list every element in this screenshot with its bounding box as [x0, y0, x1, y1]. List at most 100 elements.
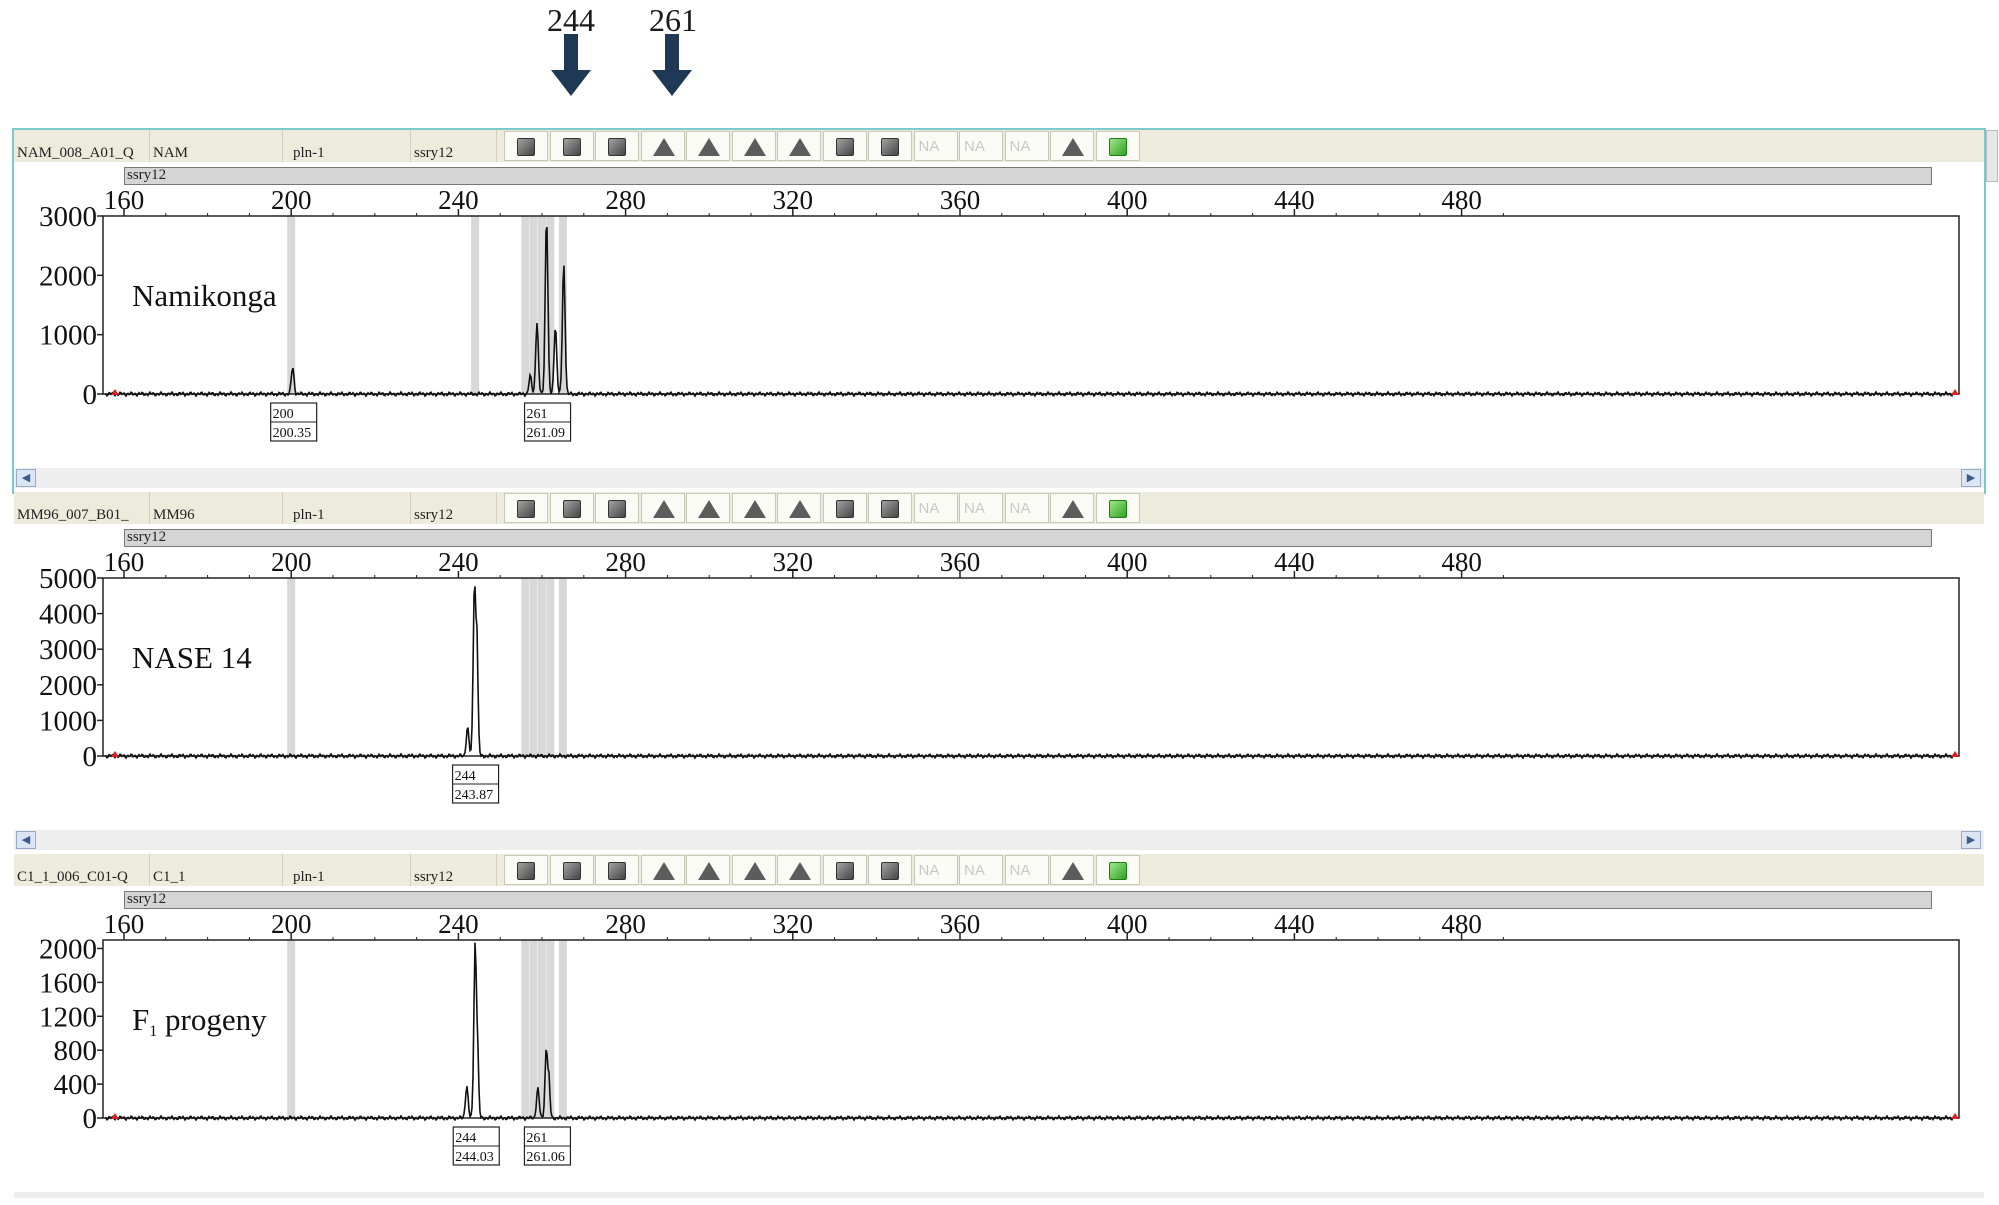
toolbar-button[interactable] — [640, 855, 685, 885]
vertical-scrollbar[interactable] — [1986, 130, 1998, 182]
arrow-label-261: 261 — [649, 2, 697, 38]
toolbar-button[interactable] — [1095, 493, 1140, 523]
toolbar-button[interactable] — [640, 131, 685, 161]
marker-range-bar[interactable]: ssry12 — [124, 167, 1932, 185]
toolbar-button[interactable]: NA — [913, 493, 958, 523]
x-tick-label: 280 — [605, 185, 646, 215]
y-tick-label: 5000 — [39, 563, 97, 595]
x-tick-label: 480 — [1441, 547, 1482, 577]
size-marker — [111, 1113, 119, 1119]
toolbar-button[interactable] — [1050, 855, 1094, 885]
triangle-icon — [652, 138, 675, 156]
square-icon — [608, 862, 626, 880]
toolbar-button[interactable] — [822, 493, 867, 523]
horizontal-scrollbar[interactable]: ◀ ▶ — [14, 468, 1984, 488]
triangle-icon — [1062, 862, 1084, 880]
allele-bin — [546, 578, 555, 756]
toolbar-button[interactable] — [504, 131, 548, 161]
allele-call-box[interactable]: 244 243.87 — [451, 764, 500, 804]
toolbar-button[interactable] — [731, 131, 776, 161]
toolbar-button[interactable] — [731, 493, 776, 523]
allele-size-label: 261.06 — [526, 1150, 565, 1165]
scroll-right-icon[interactable]: ▶ — [1961, 831, 1981, 849]
toolbar-button[interactable]: NA — [1004, 493, 1049, 523]
allele-bin — [521, 216, 530, 394]
sample-name-label: C1_1 — [150, 854, 283, 886]
toolbar-button[interactable]: NA — [913, 131, 958, 161]
toolbar-button[interactable] — [1050, 131, 1094, 161]
toolbar-button[interactable]: NA — [959, 493, 1003, 523]
na-icon: NA — [964, 138, 985, 155]
triangle-icon — [698, 138, 720, 156]
triangle-icon — [652, 862, 675, 880]
x-tick-label: 160 — [104, 909, 145, 939]
toolbar-button[interactable] — [777, 493, 821, 523]
toolbar-button[interactable] — [1095, 131, 1140, 161]
toolbar-button[interactable] — [868, 131, 912, 161]
toolbar-button[interactable] — [595, 493, 639, 523]
allele-bin — [287, 578, 296, 756]
panel-label: pln-1 — [283, 492, 411, 524]
toolbar-button[interactable] — [549, 855, 594, 885]
toolbar-button[interactable] — [504, 855, 548, 885]
toolbar-button[interactable] — [549, 131, 594, 161]
scroll-left-icon[interactable]: ◀ — [16, 469, 36, 487]
allele-call-label: 261 — [527, 407, 548, 422]
sample-label: F1 progeny — [132, 1002, 267, 1040]
toolbar-button[interactable]: NA — [959, 855, 1003, 885]
allele-bin — [558, 940, 567, 1118]
marker-range-bar[interactable]: ssry12 — [124, 529, 1932, 547]
y-tick-label: 2000 — [39, 260, 97, 292]
allele-call-box[interactable]: 261 261.06 — [523, 1126, 572, 1166]
toolbar-button[interactable] — [1050, 493, 1094, 523]
x-tick-label: 480 — [1441, 185, 1482, 215]
toolbar-button[interactable] — [549, 493, 594, 523]
square-icon — [608, 138, 626, 156]
toolbar-button[interactable]: NA — [1004, 131, 1049, 161]
toolbar-button[interactable] — [686, 493, 730, 523]
triangle-icon — [743, 862, 766, 880]
toolbar-button[interactable] — [504, 493, 548, 523]
allele-call-label: 244 — [455, 1131, 476, 1146]
horizontal-scrollbar[interactable]: ◀ ▶ — [14, 830, 1984, 850]
allele-size-label: 243.87 — [455, 788, 494, 803]
green-square-icon — [1108, 138, 1127, 156]
toolbar-button[interactable] — [595, 855, 639, 885]
allele-call-label: 261 — [526, 1131, 547, 1146]
toolbar-button[interactable]: NA — [913, 855, 958, 885]
toolbar-button[interactable]: NA — [1004, 855, 1049, 885]
square-icon — [608, 500, 626, 518]
toolbar-button[interactable] — [822, 855, 867, 885]
panel-label: pln-1 — [283, 130, 411, 162]
allele-bin — [521, 578, 530, 756]
scroll-left-icon[interactable]: ◀ — [16, 831, 36, 849]
toolbar-button[interactable] — [731, 855, 776, 885]
toolbar-button[interactable] — [686, 131, 730, 161]
trace-line — [104, 226, 1956, 398]
square-icon — [835, 862, 854, 880]
x-tick-label: 320 — [773, 547, 814, 577]
triangle-icon — [743, 500, 766, 518]
toolbar-button[interactable] — [640, 493, 685, 523]
marker-range-bar[interactable]: ssry12 — [124, 891, 1932, 909]
toolbar-button[interactable] — [868, 855, 912, 885]
toolbar-button[interactable] — [822, 131, 867, 161]
allele-call-label: 244 — [455, 769, 476, 784]
na-icon: NA — [964, 500, 985, 517]
toolbar-button[interactable]: NA — [959, 131, 1003, 161]
horizontal-scrollbar[interactable] — [14, 1192, 1984, 1198]
toolbar-button[interactable] — [686, 855, 730, 885]
toolbar-button[interactable] — [777, 131, 821, 161]
x-tick-label: 240 — [438, 909, 479, 939]
toolbar-button[interactable] — [595, 131, 639, 161]
toolbar-button[interactable] — [777, 855, 821, 885]
scroll-right-icon[interactable]: ▶ — [1961, 469, 1981, 487]
x-tick-label: 360 — [940, 909, 981, 939]
toolbar-button[interactable] — [1095, 855, 1140, 885]
toolbar-button[interactable] — [868, 493, 912, 523]
